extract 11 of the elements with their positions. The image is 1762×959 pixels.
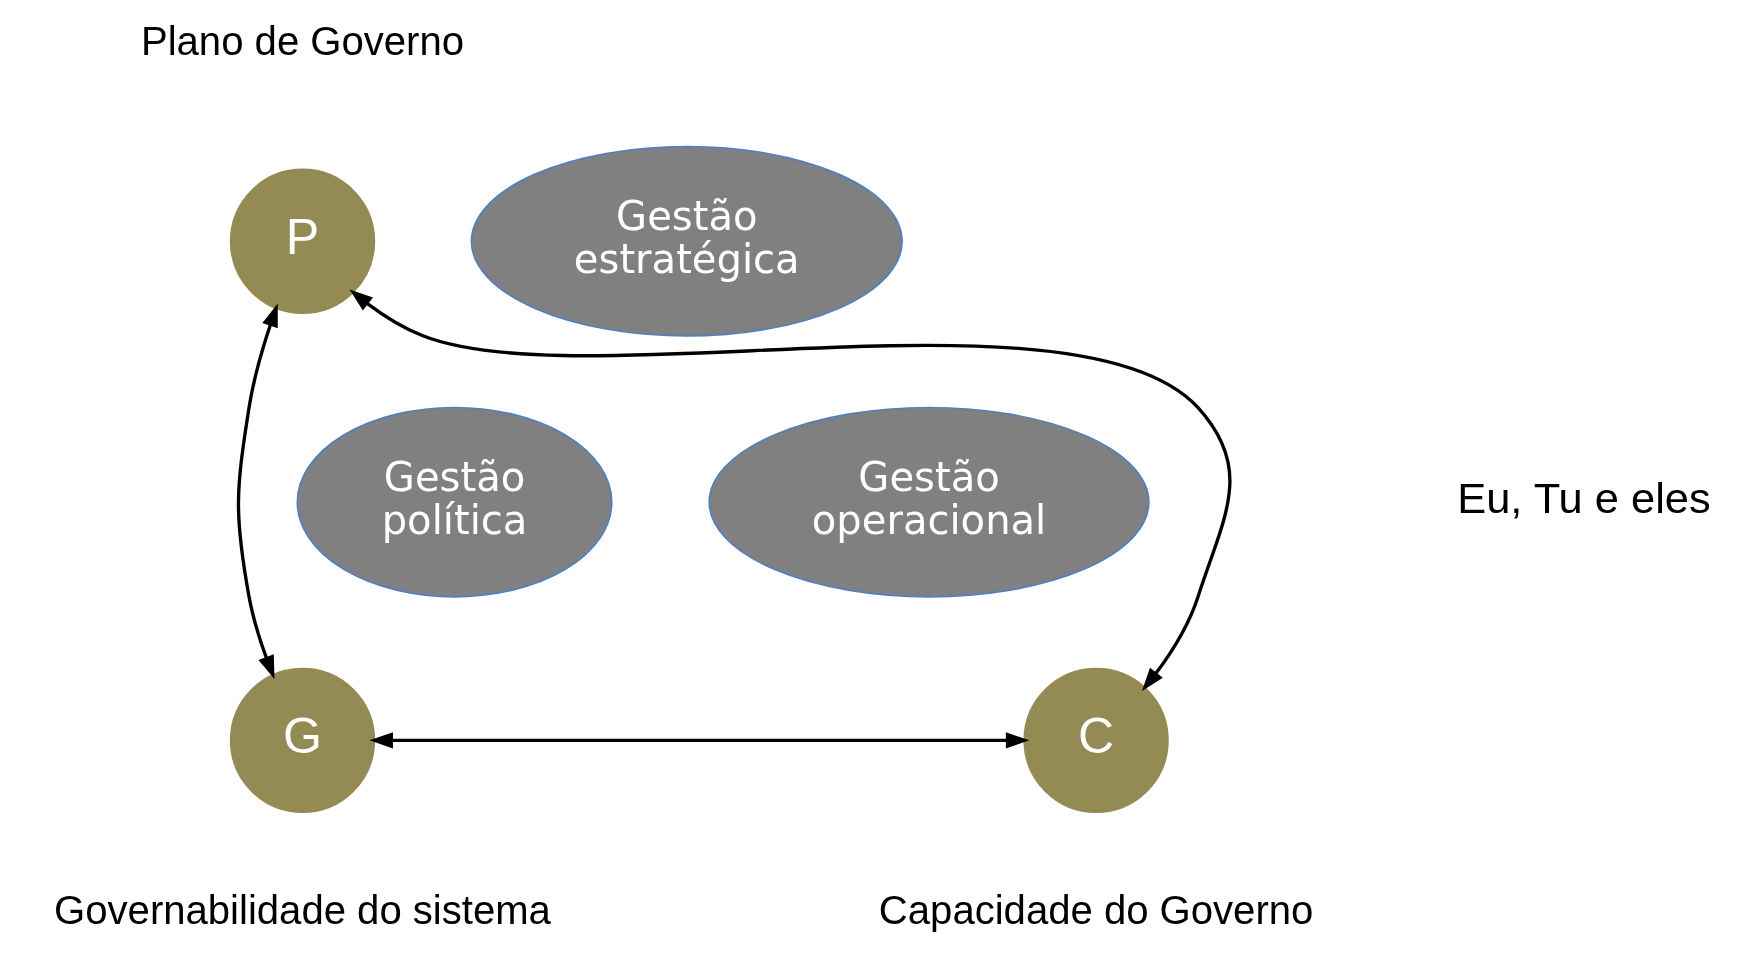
node-label: Capacidade do Governo [878,888,1314,933]
node-label: Plano de Governo [140,19,465,64]
node-ellipse: Gestão política [296,406,613,598]
node-ellipse: Gestão estratégica [470,145,903,337]
arrow [349,289,1232,692]
arrow [369,732,1030,749]
label: Eu, Tu e eles [1457,473,1711,522]
arrow [236,303,278,680]
node-circle: G [229,667,376,814]
node-ellipse: Gestão operacional [708,406,1150,598]
node-label: Governabilidade do sistema [54,888,551,933]
